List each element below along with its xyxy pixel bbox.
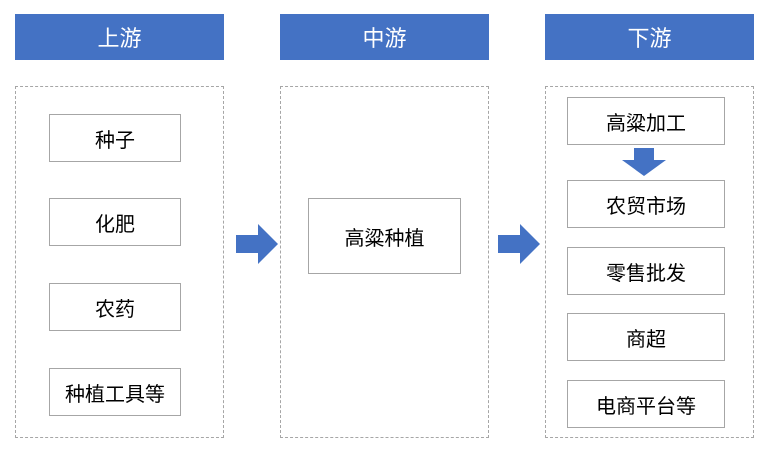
downstream-item-label: 零售批发 [606,260,686,285]
midstream-item-label: 高粱种植 [344,225,425,250]
midstream-header: 中游 [280,14,489,60]
midstream-title: 中游 [362,27,407,52]
downstream-item-ecommerce: 电商平台等 [567,380,725,428]
midstream-panel [280,86,489,438]
upstream-item-seeds: 种子 [49,114,181,162]
downstream-header: 下游 [545,14,754,60]
downstream-item-retail-wholesale: 零售批发 [567,247,725,295]
upstream-item-label: 种子 [95,127,135,152]
upstream-item-tools: 种植工具等 [49,368,181,416]
midstream-item-planting: 高粱种植 [308,198,461,274]
upstream-item-fertilizer: 化肥 [49,198,181,246]
upstream-header: 上游 [15,14,224,60]
downstream-title: 下游 [627,27,672,52]
upstream-item-label: 化肥 [95,211,135,236]
upstream-item-pesticide: 农药 [49,283,181,331]
downstream-item-processing: 高粱加工 [567,97,725,145]
upstream-title: 上游 [97,27,142,52]
downstream-item-label: 高粱加工 [606,110,686,135]
upstream-item-label: 农药 [95,296,135,321]
downstream-item-farmers-market: 农贸市场 [567,180,725,228]
downstream-item-label: 电商平台等 [596,393,696,418]
right-arrow-icon [498,224,540,264]
downstream-item-label: 农贸市场 [606,193,686,218]
downstream-panel [545,86,754,438]
down-arrow-icon [622,148,666,176]
downstream-item-label: 商超 [626,326,666,351]
right-arrow-icon [236,224,278,264]
upstream-panel [15,86,224,438]
downstream-item-supermarket: 商超 [567,313,725,361]
upstream-item-label: 种植工具等 [65,381,165,406]
